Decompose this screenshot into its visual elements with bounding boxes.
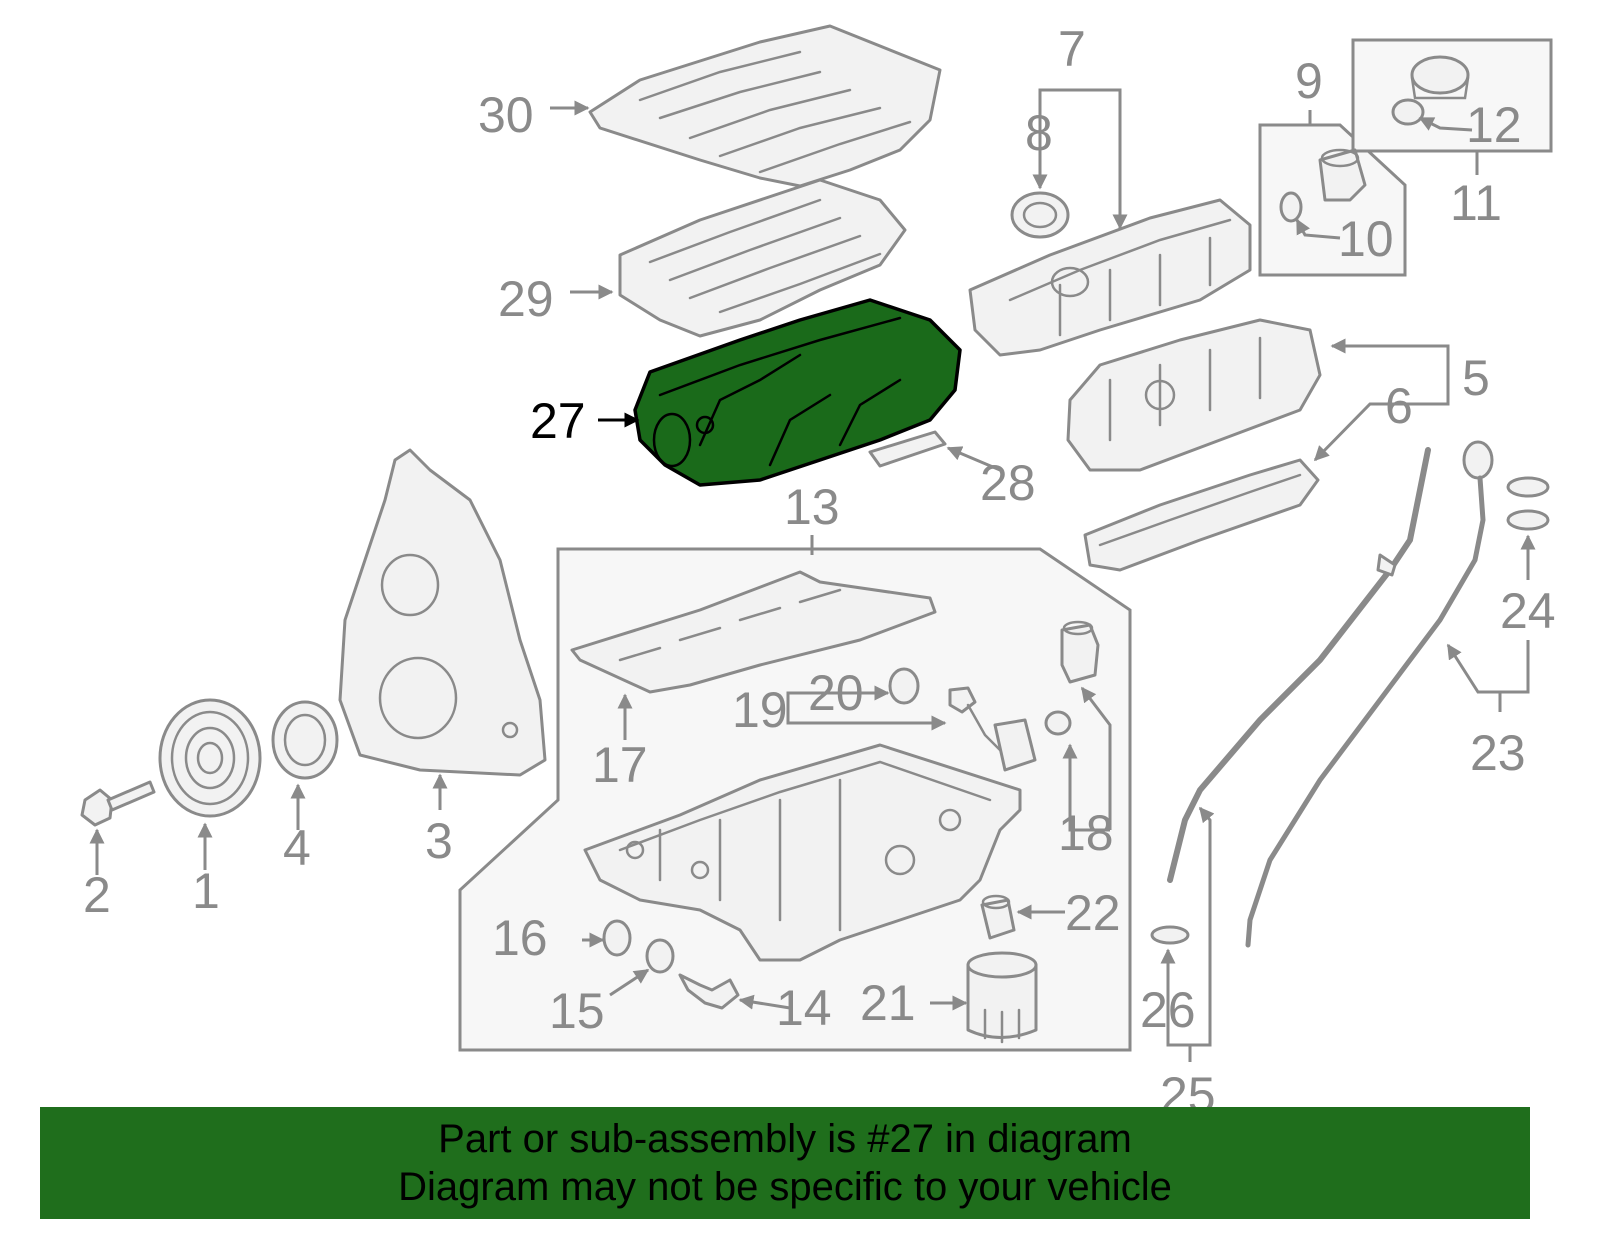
- callout-19: 19: [732, 682, 788, 738]
- callout-15: 15: [549, 983, 605, 1039]
- timing-cover-part-3: [338, 448, 547, 777]
- callout-3: 3: [425, 813, 453, 869]
- callout-16: 16: [492, 910, 548, 966]
- callout-8: 8: [1025, 105, 1053, 161]
- drain-plug-part-14: [678, 973, 740, 1010]
- o-rings-part-24: [1506, 476, 1550, 531]
- oil-filter-part-21: [966, 951, 1038, 1044]
- dipstick-tube-part-25: [1167, 447, 1431, 883]
- callout-17: 17: [592, 737, 648, 793]
- part-info-banner: Part or sub-assembly is #27 in diagram D…: [40, 1107, 1530, 1219]
- banner-line-part: Part or sub-assembly is #27 in diagram: [438, 1117, 1132, 1161]
- callout-28: 28: [980, 455, 1036, 511]
- callout-7: 7: [1058, 21, 1086, 77]
- valve-cover-part-7: [968, 198, 1252, 357]
- gasket-part-28: [868, 430, 947, 468]
- baffle-part-17: [570, 570, 937, 694]
- sensor-part-18: [1044, 620, 1100, 736]
- bolt-part-2: [80, 780, 156, 827]
- callout-11: 11: [1450, 175, 1502, 231]
- callout-12: 12: [1466, 97, 1522, 153]
- o-ring-part-20: [888, 667, 920, 705]
- callout-13: 13: [784, 479, 840, 535]
- sensor-part-19: [948, 686, 1037, 772]
- fill-tube-part-9: [1318, 148, 1367, 202]
- callout-20: 20: [808, 665, 864, 721]
- callout-1: 1: [192, 863, 220, 919]
- balancer-part-1: [158, 698, 262, 818]
- callout-18: 18: [1058, 805, 1114, 861]
- intake-manifold-part-27[interactable]: [633, 298, 962, 487]
- callout-2: 2: [83, 867, 111, 923]
- o-ring-part-10: [1279, 191, 1303, 223]
- leader-lines: [89, 88, 1536, 1062]
- callout-22: 22: [1065, 885, 1121, 941]
- o-ring-part-16: [602, 919, 632, 957]
- callout-6: 6: [1385, 378, 1413, 434]
- engine-cover-part-29: [618, 178, 907, 338]
- callout-30: 30: [478, 87, 534, 143]
- o-ring-part-26: [1150, 925, 1190, 945]
- banner-line-disclaimer: Diagram may not be specific to your vehi…: [398, 1165, 1172, 1209]
- callout-labels: 30 29 27 28 7 8 9 10 11 12 5 6 13 3 4 1 …: [83, 21, 1556, 1123]
- engine-cover-part-30: [588, 24, 942, 188]
- o-ring-part-12: [1391, 98, 1425, 126]
- gasket-part-6: [1083, 458, 1320, 572]
- cylinder-head-part-5: [1066, 318, 1322, 472]
- callout-14: 14: [776, 980, 832, 1036]
- seal-part-8: [1010, 191, 1070, 239]
- callout-10: 10: [1338, 211, 1394, 267]
- oil-pan-part-13: [583, 743, 1022, 962]
- callout-27[interactable]: 27: [530, 393, 586, 449]
- callout-21: 21: [860, 975, 916, 1031]
- callout-9: 9: [1295, 53, 1323, 109]
- callout-26: 26: [1140, 982, 1196, 1038]
- crank-seal-part-4: [271, 700, 339, 780]
- fill-cap-part-11: [1410, 55, 1470, 100]
- washer-part-15: [645, 938, 675, 974]
- callout-24: 24: [1500, 583, 1556, 639]
- dipstick-part-23: [1245, 440, 1494, 948]
- filter-adapter-part-22: [980, 894, 1016, 940]
- callout-23: 23: [1470, 725, 1526, 781]
- callout-4: 4: [283, 820, 311, 876]
- callout-5: 5: [1462, 350, 1490, 406]
- callout-29: 29: [498, 271, 554, 327]
